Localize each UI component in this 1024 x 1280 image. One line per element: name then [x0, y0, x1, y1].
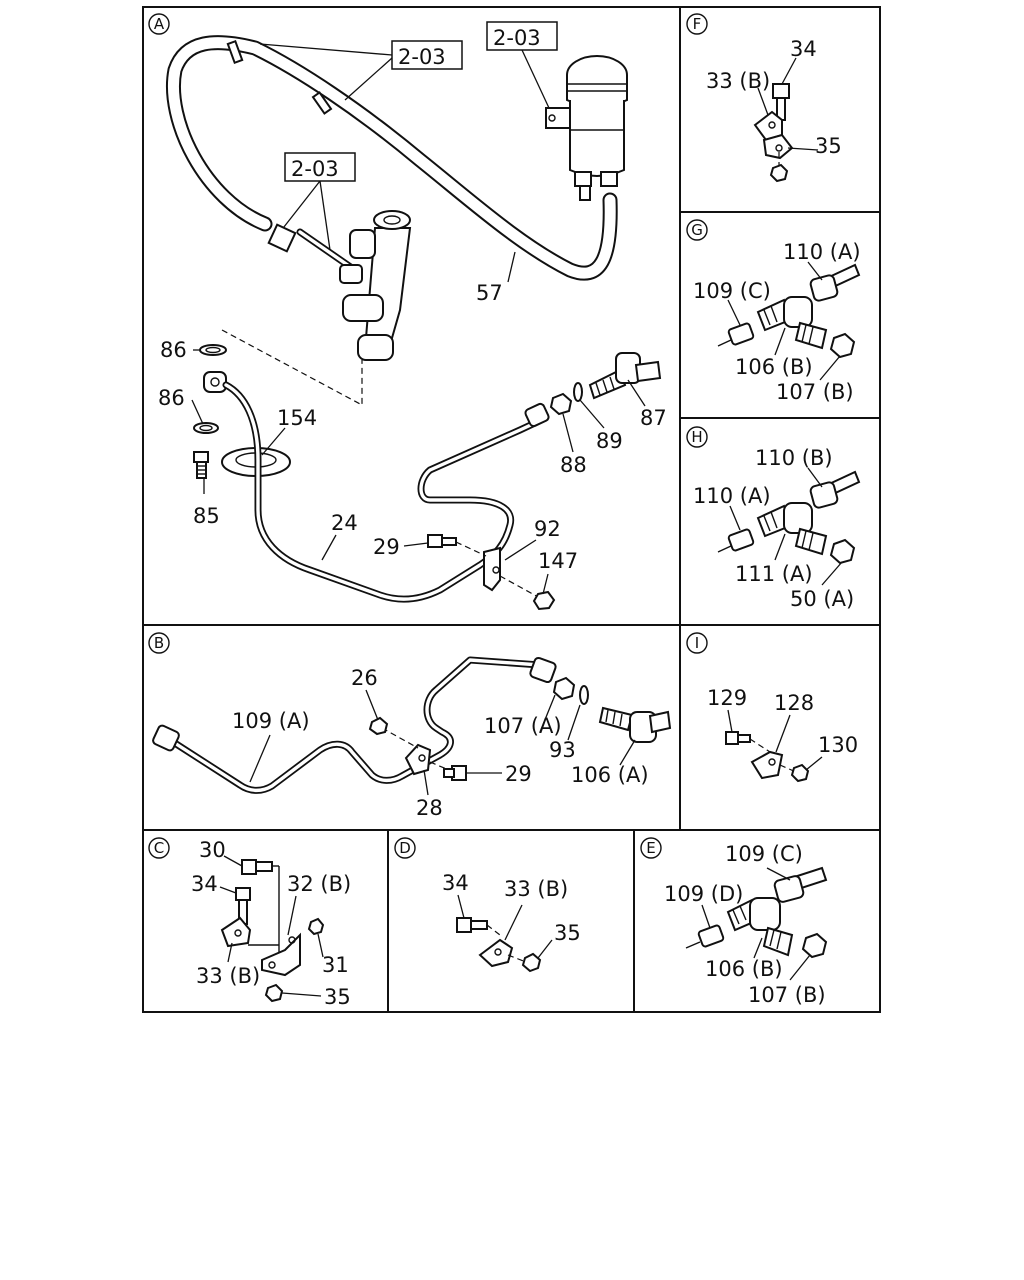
panel-letter-g: G — [686, 219, 708, 241]
svg-text:A: A — [154, 15, 165, 33]
label-92: 92 — [534, 517, 561, 541]
panel-letter-e: E — [640, 837, 662, 859]
label-32b: 32 (B) — [287, 872, 351, 896]
label-33b-c: 33 (B) — [196, 964, 260, 988]
svg-text:2-03: 2-03 — [493, 26, 541, 50]
panel-h: H 110 (B) 110 (A) 111 (A) 50 (A) — [686, 426, 861, 611]
label-26: 26 — [351, 666, 378, 690]
reservoir-hose — [166, 35, 618, 281]
label-109a: 109 (A) — [232, 709, 310, 733]
label-89: 89 — [596, 429, 623, 453]
label-50a: 50 (A) — [790, 587, 854, 611]
label-107a: 107 (A) — [484, 714, 562, 738]
label-93: 93 — [549, 738, 576, 762]
label-106b-g: 106 (B) — [735, 355, 813, 379]
svg-text:D: D — [399, 839, 411, 857]
label-57: 57 — [476, 281, 503, 305]
master-cylinder — [267, 210, 412, 361]
label-106b-e: 106 (B) — [705, 957, 783, 981]
label-35-d: 35 — [554, 921, 581, 945]
label-109c-g: 109 (C) — [693, 279, 771, 303]
label-109d: 109 (D) — [664, 882, 743, 906]
panel-c: C 30 34 32 (B) 33 (B) 31 35 — [148, 837, 351, 1009]
svg-text:2-03: 2-03 — [291, 157, 339, 181]
label-30: 30 — [199, 838, 226, 862]
bracket-assembly-d — [456, 917, 542, 973]
panel-letter-f: F — [686, 13, 708, 35]
label-86-top: 86 — [160, 338, 187, 362]
label-29-b: 29 — [505, 762, 532, 786]
panel-borders — [142, 6, 881, 1013]
pipe-109a — [152, 656, 557, 794]
fitting-106a — [552, 676, 672, 743]
svg-text:I: I — [695, 634, 699, 652]
label-110a-g: 110 (A) — [783, 240, 861, 264]
label-109c-e: 109 (C) — [725, 842, 803, 866]
label-35-c: 35 — [324, 985, 351, 1009]
panel-b: B — [148, 632, 672, 820]
label-147: 147 — [538, 549, 578, 573]
label-85: 85 — [193, 504, 220, 528]
label-33b-d: 33 (B) — [504, 877, 568, 901]
panel-i: I 129 128 130 — [686, 632, 858, 783]
label-34-c: 34 — [191, 872, 218, 896]
tee-fitting-e — [685, 866, 828, 959]
bracket-assembly-f — [753, 83, 794, 183]
label-107b-g: 107 (B) — [776, 380, 854, 404]
label-35-f: 35 — [815, 134, 842, 158]
label-33b-f: 33 (B) — [706, 69, 770, 93]
bracket-assembly-c — [220, 859, 325, 1003]
label-88: 88 — [560, 453, 587, 477]
clutch-pipe — [222, 381, 550, 603]
panel-g: G 110 (A) 109 (C) 106 (B) 107 (B) — [686, 219, 861, 404]
label-107b-e: 107 (B) — [748, 983, 826, 1007]
label-86-bottom: 86 — [158, 386, 185, 410]
svg-text:G: G — [691, 221, 703, 239]
label-154: 154 — [277, 406, 317, 430]
label-31: 31 — [322, 953, 349, 977]
reservoir-tank — [545, 55, 628, 201]
label-24: 24 — [331, 511, 358, 535]
panel-d: D 34 33 (B) 35 — [394, 837, 581, 973]
panel-letter-a: A — [148, 13, 170, 35]
clip-assembly-i — [725, 731, 810, 783]
tee-fitting-h — [717, 470, 861, 565]
panel-e: E 109 (C) 109 (D) 106 (B) 107 (B) — [640, 837, 828, 1007]
ref-box-3: 2-03 — [284, 152, 356, 182]
banjo-fitting — [193, 344, 227, 479]
label-130: 130 — [818, 733, 858, 757]
svg-text:F: F — [693, 15, 702, 33]
ref-box-1: 2-03 — [391, 40, 463, 70]
label-110b: 110 (B) — [755, 446, 833, 470]
svg-text:E: E — [646, 839, 655, 857]
label-111a: 111 (A) — [735, 562, 813, 586]
tee-fitting-g — [717, 263, 861, 359]
panel-letter-i: I — [686, 632, 708, 654]
panel-a: A 2-03 2-03 — [148, 13, 667, 611]
label-128: 128 — [774, 691, 814, 715]
label-34-d: 34 — [442, 871, 469, 895]
label-87: 87 — [640, 406, 667, 430]
svg-text:C: C — [154, 839, 164, 857]
label-34-f: 34 — [790, 37, 817, 61]
clip-28 — [368, 716, 467, 781]
label-129: 129 — [707, 686, 747, 710]
svg-text:2-03: 2-03 — [398, 45, 446, 69]
panel-letter-d: D — [394, 837, 416, 859]
label-29: 29 — [373, 535, 400, 559]
panel-letter-c: C — [148, 837, 170, 859]
union-fitting — [549, 352, 662, 416]
pipe-clip — [427, 534, 556, 611]
panel-letter-b: B — [148, 632, 170, 654]
ref-box-2: 2-03 — [486, 21, 558, 51]
panel-letter-h: H — [686, 426, 708, 448]
svg-text:B: B — [154, 634, 164, 652]
panel-f: F 34 33 (B) 35 — [686, 13, 842, 183]
label-28: 28 — [416, 796, 443, 820]
label-106a: 106 (A) — [571, 763, 649, 787]
label-110a-h: 110 (A) — [693, 484, 771, 508]
svg-text:H: H — [691, 428, 702, 446]
